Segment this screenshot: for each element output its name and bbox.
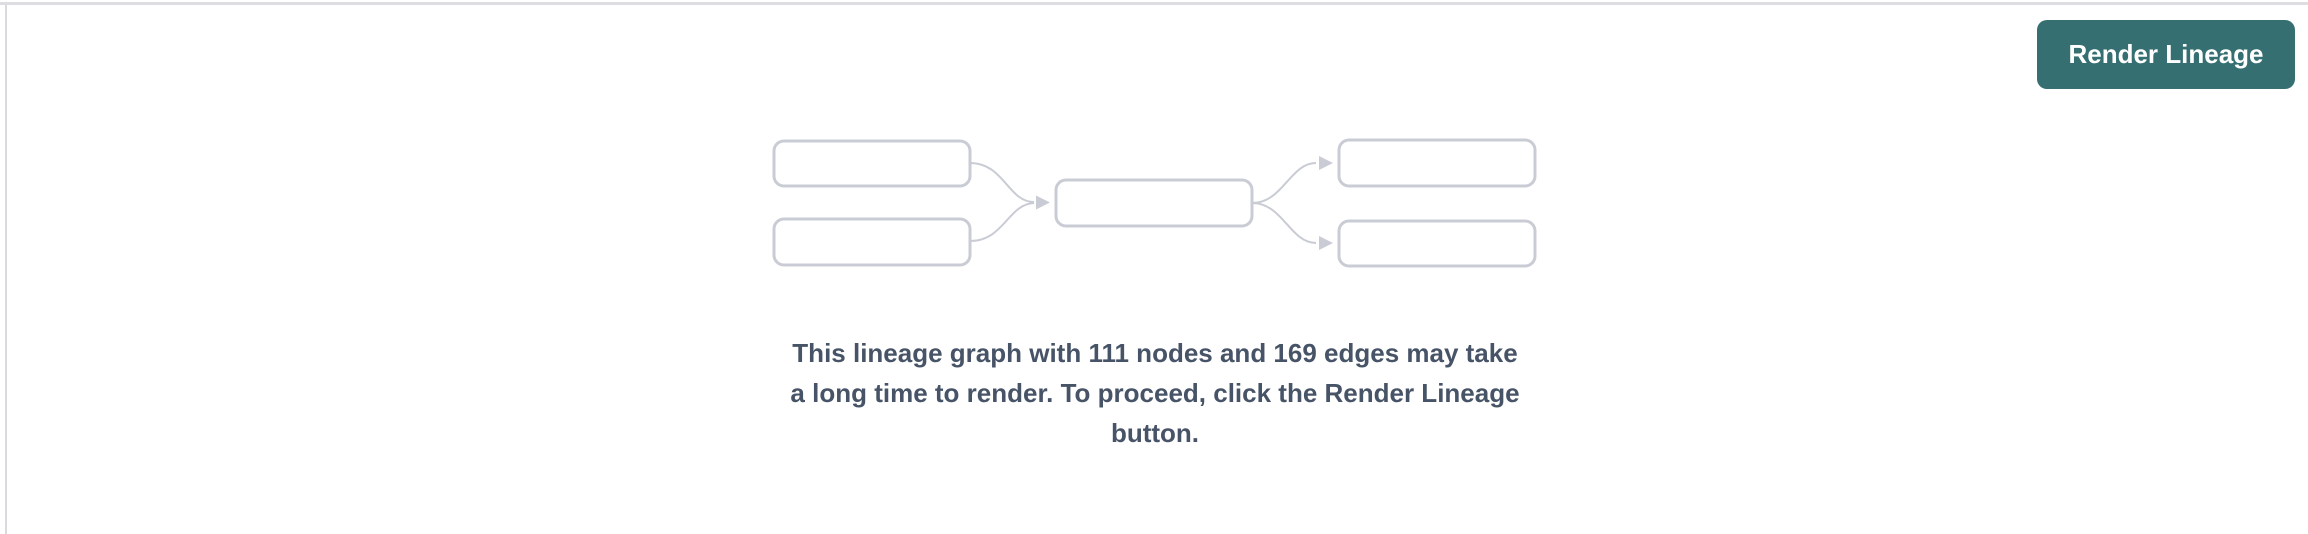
- lineage-warning-message: This lineage graph with 111 nodes and 16…: [790, 333, 1519, 453]
- render-lineage-button[interactable]: Render Lineage: [2037, 20, 2295, 89]
- lineage-node-box: [772, 217, 972, 267]
- message-line: button.: [1110, 418, 1200, 448]
- lineage-node-box: [1054, 178, 1254, 228]
- arrowhead-icon: [1319, 236, 1333, 250]
- lineage-node-box: [1337, 219, 1537, 268]
- lineage-node-box: [1337, 138, 1537, 188]
- lineage-node-box: [772, 139, 972, 188]
- panel-left-border: [5, 5, 7, 534]
- lineage-edge: [969, 202, 1035, 242]
- lineage-nodes: [772, 138, 1537, 268]
- message-line: a long time to render. To proceed, click…: [790, 378, 1520, 408]
- arrowhead-icon: [1319, 156, 1333, 170]
- lineage-graph-placeholder-icon: [772, 138, 1537, 268]
- lineage-edge: [1251, 202, 1317, 244]
- lineage-edges: [969, 162, 1317, 244]
- lineage-edge: [1251, 162, 1317, 204]
- lineage-arrowheads: [1036, 156, 1333, 250]
- lineage-edge: [969, 162, 1035, 203]
- panel-top-border: [0, 2, 2308, 5]
- message-line: This lineage graph with 111 nodes and 16…: [792, 338, 1518, 368]
- arrowhead-icon: [1036, 195, 1050, 210]
